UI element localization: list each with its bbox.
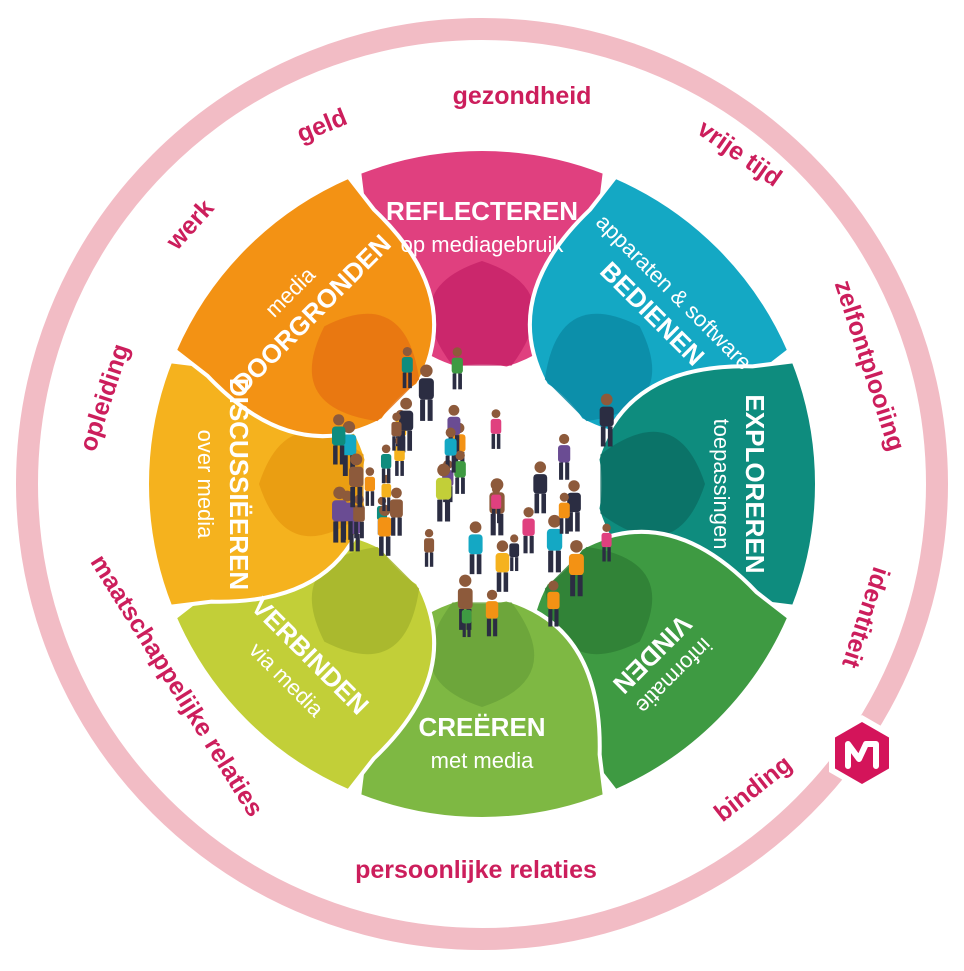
segment-exploreren-inner-shade [600,431,705,537]
person-figure [567,480,581,532]
person-figure [522,507,535,554]
ring-label-persoonlijke-relaties: persoonlijke relaties [355,856,597,884]
segment-creren-subtitle: met media [431,748,534,773]
person-figure [364,467,376,506]
ring-label-opleiding: opleiding [74,340,135,454]
person-figure [547,580,560,627]
segment-exploreren-title: EXPLOREREN [740,394,770,573]
segment-verbinden-inner-shade [311,546,420,655]
person-figure [558,433,571,480]
person-figure [349,453,364,508]
segment-reflecteren-subtitle: op mediagebruik [401,232,565,257]
segment-creren-inner-shade [429,602,535,707]
logo-m-icon [845,741,879,769]
segment-discussieren-subtitle: over media [193,430,218,540]
person-figure [454,450,466,494]
segment-doorgronden [172,174,437,439]
segment-exploreren-subtitle: toepassingen [709,419,734,550]
person-figure [401,346,413,389]
person-figure [444,427,457,473]
person-figure [461,600,472,638]
person-figure [399,397,414,451]
person-figure [490,409,502,449]
person-figure [599,393,614,447]
person-figure [533,461,548,514]
person-figure [558,492,570,534]
person-figure [451,347,463,390]
segment-creren-title: CREËREN [418,712,545,742]
ring-label-gezondheid: gezondheid [453,82,592,110]
person-figure [380,444,392,484]
segment-doorgronden-inner-shade [311,313,420,422]
person-figure [391,412,402,451]
person-figure [485,589,499,637]
person-figure [509,534,520,572]
person-figure [390,487,403,536]
logo-badge [829,715,895,791]
person-figure [435,463,452,522]
segment-reflecteren-title: REFLECTEREN [386,196,578,226]
ring-label-identiteit: identiteit [836,564,895,672]
ring-label-geld: geld [293,103,351,148]
segment-reflecteren-inner-shade [429,261,535,366]
person-figure [418,364,434,421]
person-figure [424,529,435,567]
person-figure [601,523,612,562]
ring-label-werk: werk [160,194,220,256]
person-figure [468,521,483,575]
person-figure [491,485,502,524]
outer-ring [16,18,948,950]
person-figure [332,486,347,543]
person-figure [331,414,346,465]
center-crowd-illustration [331,346,614,638]
person-figure [495,540,510,592]
person-figure [568,540,584,597]
segment-bedienen-inner-shade [544,313,653,422]
segment-discussieren-title: DISCUSSIËEREN [224,378,254,590]
person-figure [546,514,563,573]
